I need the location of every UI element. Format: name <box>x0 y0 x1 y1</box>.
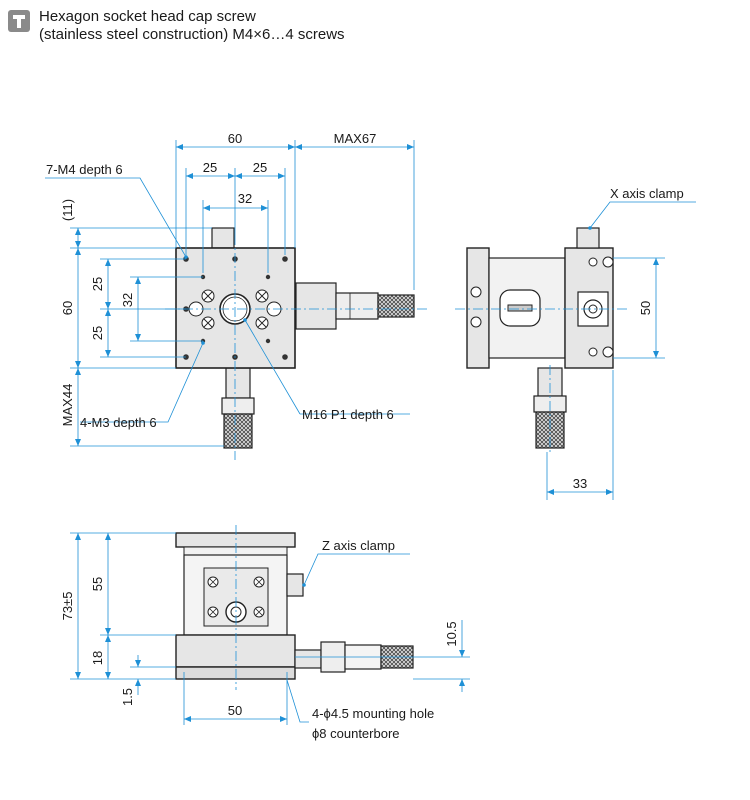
top-view-dimensions <box>45 140 415 447</box>
header: Hexagon socket head cap screw (stainless… <box>8 8 568 48</box>
top-table <box>175 532 296 548</box>
label-counterbore: ϕ8 counterbore <box>312 726 400 741</box>
header-line-2: (stainless steel construction) M4×6…4 sc… <box>39 26 345 43</box>
dim-top-11: (11) <box>60 199 75 221</box>
label-m3-holes: 4-M3 depth 6 <box>80 415 157 430</box>
dim-top-max-y: MAX44 <box>60 384 75 427</box>
side-view-dimensions <box>455 201 696 500</box>
dim-top-25-right: 25 <box>253 160 267 175</box>
label-z-axis-clamp: Z axis clamp <box>322 538 395 553</box>
dim-front-hole-pitch: 50 <box>228 703 242 718</box>
front-view: 73±5 55 18 1.5 10.5 50 Z axis clamp 4-ϕ4… <box>60 525 470 741</box>
dim-front-upper: 55 <box>90 577 105 591</box>
dim-top-32: 32 <box>238 191 252 206</box>
dim-top-width: 60 <box>228 131 242 146</box>
side-view: 50 33 X axis clamp <box>455 186 696 500</box>
side-plate <box>466 247 490 369</box>
dim-top-height: 60 <box>60 301 75 315</box>
dim-front-total: 73±5 <box>60 592 75 621</box>
y-micrometer <box>221 367 255 449</box>
header-line-1: Hexagon socket head cap screw <box>39 8 256 25</box>
label-m16-hole: M16 P1 depth 6 <box>302 407 394 422</box>
z-axis-clamp-screw <box>286 573 304 597</box>
dim-side-offset: 33 <box>573 476 587 491</box>
dim-top-max-x: MAX67 <box>334 131 377 146</box>
top-view: 60 MAX67 25 25 32 (11) 60 25 32 25 MAX44… <box>45 131 430 460</box>
label-x-axis-clamp: X axis clamp <box>610 186 684 201</box>
base-plate <box>175 666 296 680</box>
dim-front-base: 1.5 <box>120 688 135 706</box>
label-m4-holes: 7-M4 depth 6 <box>46 162 123 177</box>
dim-top-25-upper: 25 <box>90 277 105 291</box>
base-body <box>175 634 296 668</box>
clamp-screw <box>211 227 235 249</box>
x-axis-clamp-screw <box>576 227 600 249</box>
info-tag-icon <box>8 10 30 32</box>
dim-top-25-lower: 25 <box>90 326 105 340</box>
x-micrometer <box>295 282 415 330</box>
dim-front-lower: 18 <box>90 651 105 665</box>
dim-side-height: 50 <box>638 301 653 315</box>
dim-top-32-v: 32 <box>120 293 135 307</box>
dim-top-25-left: 25 <box>203 160 217 175</box>
front-view-dimensions <box>70 525 470 725</box>
label-mounting-hole: 4-ϕ4.5 mounting hole <box>312 706 434 721</box>
dim-front-micrometer: 10.5 <box>444 621 459 646</box>
